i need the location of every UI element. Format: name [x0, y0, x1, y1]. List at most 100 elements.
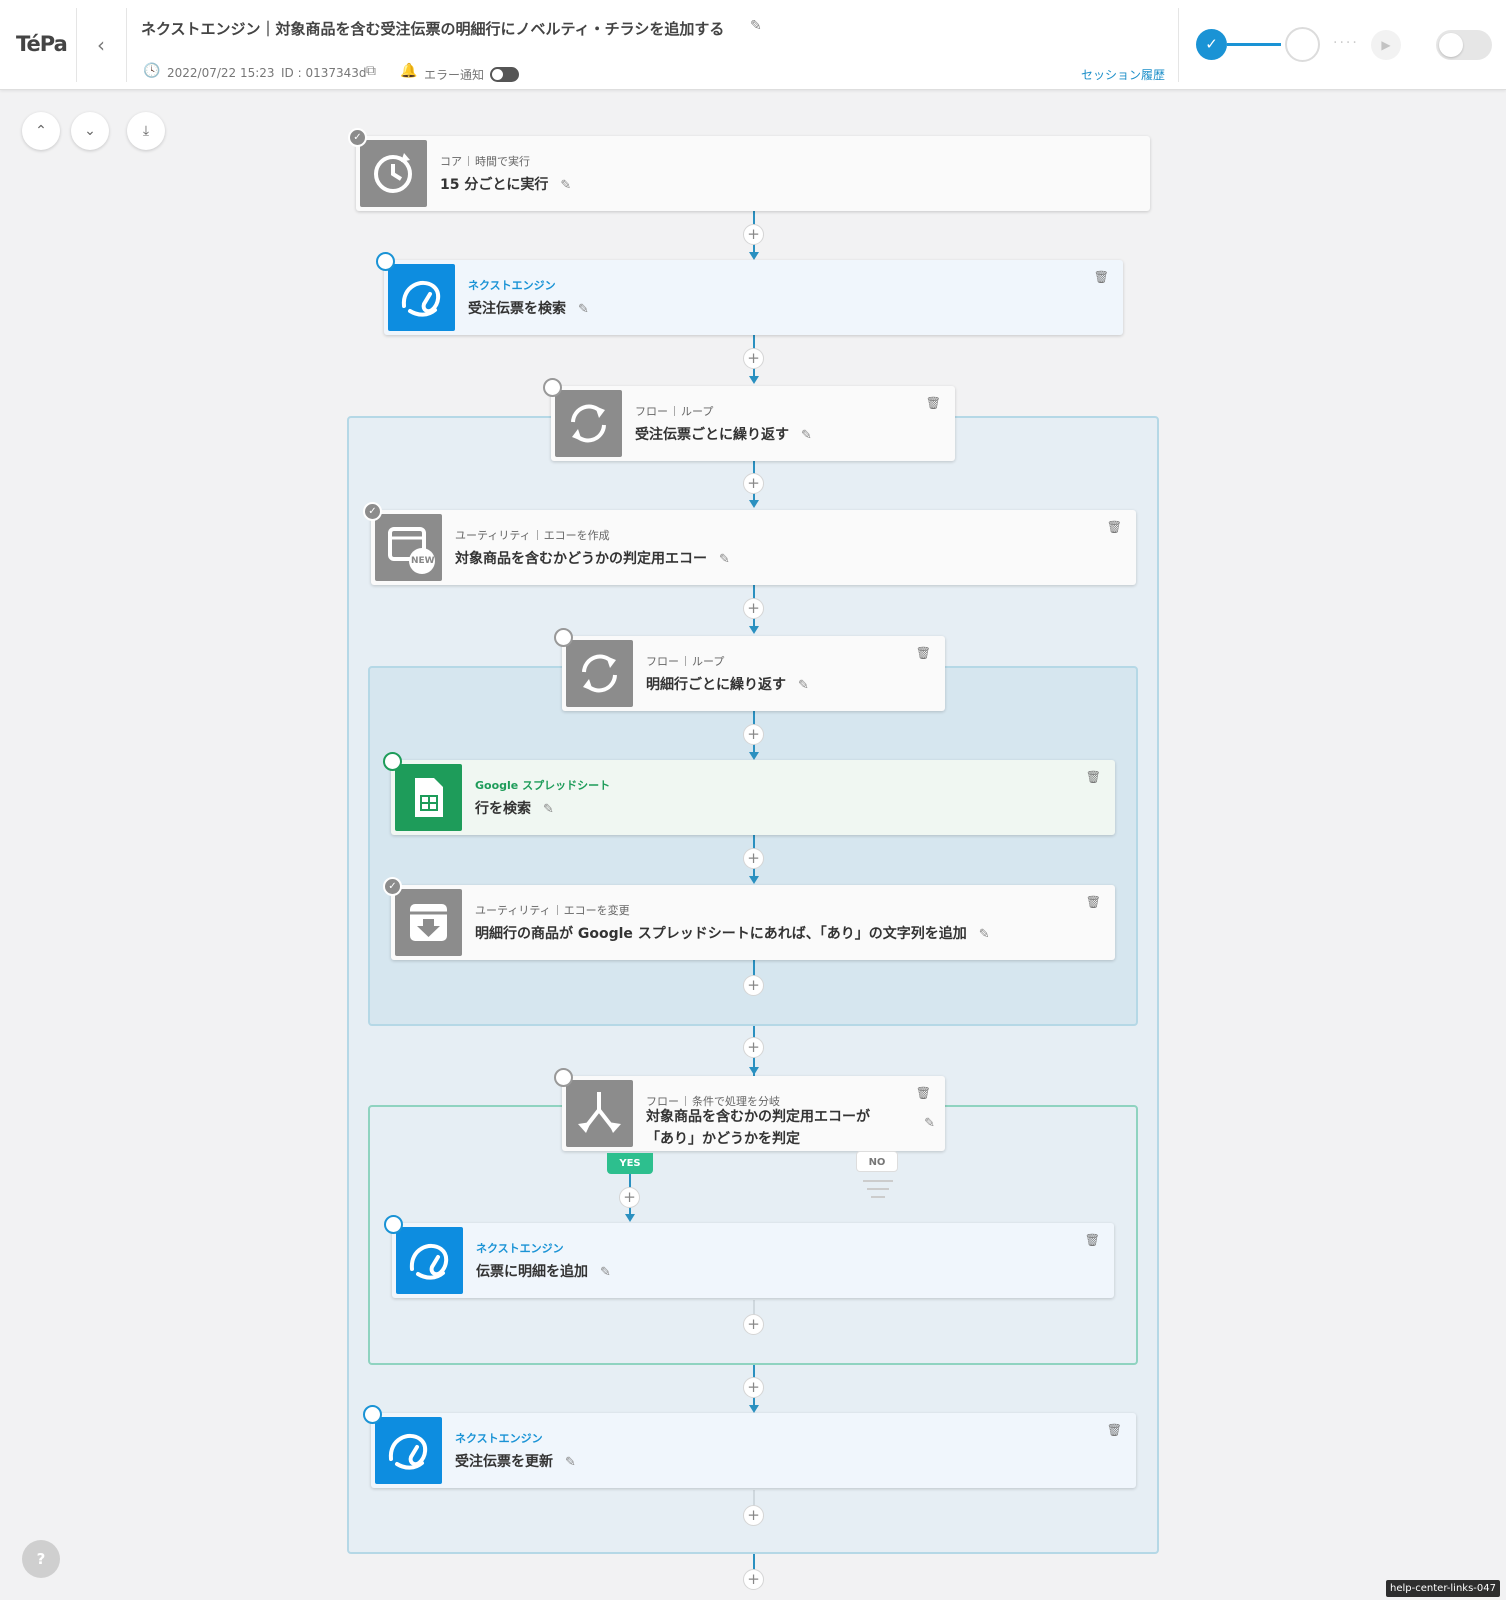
clock-refresh-icon [360, 140, 427, 207]
step-label: フロー条件で処理を分岐 [646, 1095, 780, 1108]
check-icon: ✓ [348, 128, 367, 147]
trash-icon[interactable]: 🗑 [1085, 770, 1101, 784]
step-label: ユーティリティエコーを作成 [455, 529, 610, 542]
step-time-trigger[interactable]: コア時間で実行 15 分ごとに実行✎ ✓ [348, 128, 1150, 211]
add-step-button[interactable]: + [743, 1569, 764, 1590]
error-notify-toggle[interactable] [490, 67, 519, 82]
add-step-button[interactable]: + [743, 1505, 764, 1526]
edit-icon[interactable]: ✎ [600, 1265, 611, 1280]
new-text: NEW [411, 556, 435, 566]
collapse-all-button[interactable]: ⌃ [22, 112, 60, 150]
edit-title-icon[interactable]: ✎ [750, 18, 762, 34]
connector-arrow [749, 752, 759, 760]
divider [126, 8, 127, 82]
step-name: 受注伝票を更新✎ [455, 1454, 576, 1470]
step-loop-lines[interactable]: フローループ 明細行ごとに繰り返す✎ 🗑 [554, 628, 945, 711]
step-name: 対象商品を含むかどうかの判定用エコー✎ [455, 551, 730, 567]
new-echo-icon: NEW [375, 514, 442, 581]
help-button[interactable]: ? [22, 1540, 60, 1578]
step-create-echo[interactable]: NEW ユーティリティエコーを作成 対象商品を含むかどうかの判定用エコー✎ 🗑 … [363, 502, 1136, 585]
download-button[interactable]: ⤓ [127, 112, 165, 150]
edit-icon[interactable]: ✎ [543, 802, 554, 817]
echo-update-icon [395, 889, 462, 956]
trash-icon[interactable]: 🗑 [925, 396, 941, 410]
add-step-button[interactable]: + [743, 724, 764, 745]
add-step-button[interactable]: + [743, 1377, 764, 1398]
flow-enable-toggle[interactable] [1436, 30, 1492, 60]
status-circle [384, 1215, 403, 1234]
trash-icon[interactable]: 🗑 [915, 646, 931, 660]
edit-icon[interactable]: ✎ [560, 178, 572, 193]
add-step-button[interactable]: + [743, 598, 764, 619]
connector [753, 1554, 755, 1574]
step-label: フローループ [635, 405, 714, 418]
check-icon: ✓ [363, 502, 382, 521]
step-update-order[interactable]: ネクストエンジン 受注伝票を更新✎ 🗑 [363, 1405, 1136, 1488]
add-step-button[interactable]: + [743, 848, 764, 869]
clock-icon: 🕓 [143, 63, 161, 79]
google-sheets-icon [395, 764, 462, 831]
connector-arrow [749, 876, 759, 884]
add-step-button[interactable]: + [743, 1037, 764, 1058]
step-name: 明細行ごとに繰り返す✎ [646, 677, 809, 693]
progress-bar [1227, 43, 1281, 46]
no-branch-ground [871, 1196, 885, 1198]
status-circle [376, 252, 395, 271]
bell-icon: 🔔 [400, 63, 418, 79]
edit-icon[interactable]: ✎ [565, 1455, 576, 1470]
progress-step-pending [1285, 27, 1320, 62]
add-step-button[interactable]: + [743, 1314, 764, 1335]
edit-icon[interactable]: ✎ [978, 927, 990, 942]
status-circle [554, 628, 573, 647]
connector-arrow [749, 626, 759, 634]
edit-icon[interactable]: ✎ [924, 1116, 935, 1131]
next-engine-icon [388, 264, 455, 331]
add-step-button[interactable]: + [743, 975, 764, 996]
trash-icon[interactable]: 🗑 [1085, 895, 1101, 909]
no-branch-ground [863, 1180, 893, 1182]
connector-arrow [749, 252, 759, 260]
trash-icon[interactable]: 🗑 [915, 1086, 931, 1100]
expand-all-button[interactable]: ⌄ [71, 112, 109, 150]
add-step-button[interactable]: + [619, 1187, 640, 1208]
status-circle [383, 752, 402, 771]
step-branch[interactable]: フロー条件で処理を分岐 対象商品を含むかの判定用エコーが「あり」かどうかを判定 … [554, 1068, 945, 1151]
status-circle [363, 1405, 382, 1424]
check-icon: ✓ [383, 877, 402, 896]
trash-icon[interactable]: 🗑 [1084, 1233, 1100, 1247]
trash-icon[interactable]: 🗑 [1093, 270, 1109, 284]
back-button[interactable]: ‹ [97, 33, 105, 57]
error-notify-label: エラー通知 [424, 68, 485, 82]
next-engine-icon [375, 1417, 442, 1484]
session-history-link[interactable]: セッション履歴 [1081, 68, 1166, 82]
connector-arrow [749, 1405, 759, 1413]
add-step-button[interactable]: + [743, 473, 764, 494]
edit-icon[interactable]: ✎ [798, 678, 809, 693]
copy-icon[interactable]: ⧉ [366, 63, 376, 79]
step-add-detail[interactable]: ネクストエンジン 伝票に明細を追加✎ 🗑 [384, 1215, 1114, 1298]
step-update-echo[interactable]: ユーティリティエコーを変更 明細行の商品が Google スプレッドシートにあれ… [383, 877, 1115, 960]
status-circle [554, 1068, 573, 1087]
edit-icon[interactable]: ✎ [801, 428, 812, 443]
loop-icon [555, 390, 622, 457]
step-sheet-search[interactable]: Google スプレッドシート 行を検索✎ 🗑 [383, 752, 1115, 835]
no-branch-ground [867, 1188, 889, 1190]
add-step-button[interactable]: + [743, 224, 764, 245]
step-service: ネクストエンジン [468, 279, 556, 292]
step-name: 15 分ごとに実行✎ [440, 177, 572, 193]
step-service: ネクストエンジン [476, 1242, 564, 1255]
trash-icon[interactable]: 🗑 [1106, 1423, 1122, 1437]
connector [753, 1300, 755, 1327]
created-datetime: 2022/07/22 15:23 [167, 66, 275, 80]
step-search-orders[interactable]: ネクストエンジン 受注伝票を検索✎ 🗑 [376, 252, 1123, 335]
edit-icon[interactable]: ✎ [719, 552, 730, 567]
add-step-button[interactable]: + [743, 348, 764, 369]
play-icon[interactable]: ▶ [1371, 30, 1401, 60]
progress-step-done: ✓ [1196, 29, 1227, 60]
no-branch-label: NO [856, 1151, 898, 1172]
step-name: 明細行の商品が Google スプレッドシートにあれば、「あり」の文字列を追加✎ [475, 926, 990, 942]
step-loop-orders[interactable]: フローループ 受注伝票ごとに繰り返す✎ 🗑 [543, 378, 955, 461]
step-name: 行を検索✎ [475, 801, 554, 817]
trash-icon[interactable]: 🗑 [1106, 520, 1122, 534]
edit-icon[interactable]: ✎ [578, 302, 589, 317]
